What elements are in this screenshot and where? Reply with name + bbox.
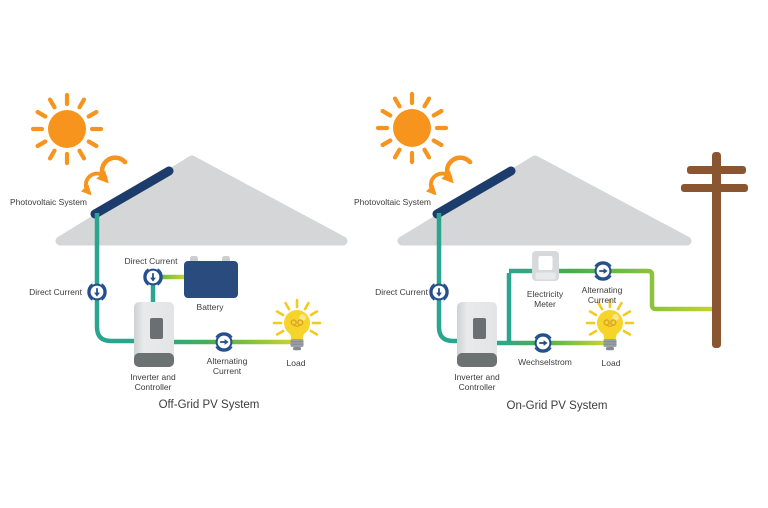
current-flow-icon: [143, 268, 163, 286]
photovoltaic-system-label: Photovoltaic System: [10, 197, 88, 207]
solar-panel-icon: [432, 166, 516, 219]
direct-current-label: Direct Current: [29, 287, 82, 297]
load-label: Load: [286, 358, 306, 368]
solar-panel-icon: [90, 166, 174, 219]
dc-wire-panel-to-inverter: [436, 213, 458, 344]
load-label: Load: [601, 358, 621, 368]
off-grid-caption: Off-Grid PV System: [158, 399, 260, 411]
electricity-meter-icon: [532, 251, 559, 281]
ac-wire-meter-to-grid: [509, 268, 716, 312]
sun-icon: [33, 95, 101, 163]
battery-label: Battery: [196, 302, 224, 312]
alternating-current-label: Alternating Current: [581, 285, 623, 306]
sunlight-arrow-icon: [444, 154, 470, 184]
photovoltaic-system-label: Photovoltaic System: [354, 197, 432, 207]
battery-icon: [184, 256, 238, 298]
current-flow-icon: [87, 283, 107, 301]
inverter-controller-label: Inverter and Controller: [454, 372, 500, 393]
direct-current-label: Direct Current: [375, 287, 428, 297]
alternating-current-label: Alternating Current: [206, 356, 248, 377]
wechselstrom-label: Wechselstrom: [518, 357, 572, 367]
on-grid-diagram: [378, 94, 748, 367]
dc-wire-panel-to-inverter: [94, 213, 136, 344]
current-flow-icon: [215, 332, 233, 352]
utility-pole-icon: [681, 152, 748, 348]
current-flow-icon: [594, 261, 612, 281]
direct-current-label: Direct Current: [124, 256, 178, 266]
current-flow-icon: [534, 333, 552, 353]
on-grid-caption: On-Grid PV System: [506, 400, 608, 412]
off-grid-diagram: [33, 95, 348, 367]
sunlight-arrow-icon: [99, 154, 125, 184]
inverter-icon: [457, 302, 497, 367]
inverter-controller-label: Inverter and Controller: [130, 372, 176, 393]
electricity-meter-label: Electricity Meter: [526, 289, 564, 310]
inverter-icon: [134, 302, 174, 367]
sun-icon: [378, 94, 446, 162]
current-flow-icon: [429, 283, 449, 301]
